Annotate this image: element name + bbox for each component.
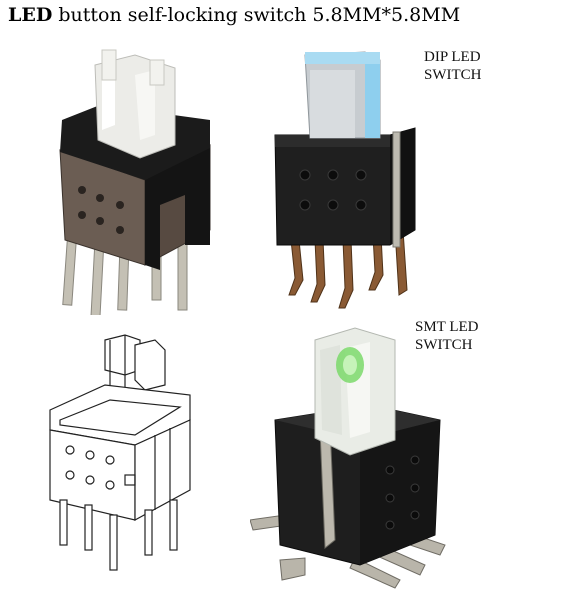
smt-caption-line-2: SWITCH — [415, 337, 473, 353]
title-rest: button self-locking switch 5.8MM*5.8MM — [52, 4, 461, 26]
switch-photo-brown — [40, 40, 230, 315]
smt-caption: SMT LED SWITCH — [415, 318, 478, 354]
dip-caption-line-2: SWITCH — [424, 67, 482, 83]
dip-caption-line-1: DIP LED — [424, 49, 481, 65]
page-title: LED button self-locking switch 5.8MM*5.8… — [8, 4, 460, 26]
smt-led-switch-photo — [250, 320, 470, 595]
dip-caption: DIP LED SWITCH — [424, 48, 482, 84]
switch-line-drawing — [30, 325, 230, 585]
title-prefix: LED — [8, 4, 53, 26]
smt-caption-line-1: SMT LED — [415, 319, 479, 335]
dip-led-switch-photo — [265, 40, 435, 315]
